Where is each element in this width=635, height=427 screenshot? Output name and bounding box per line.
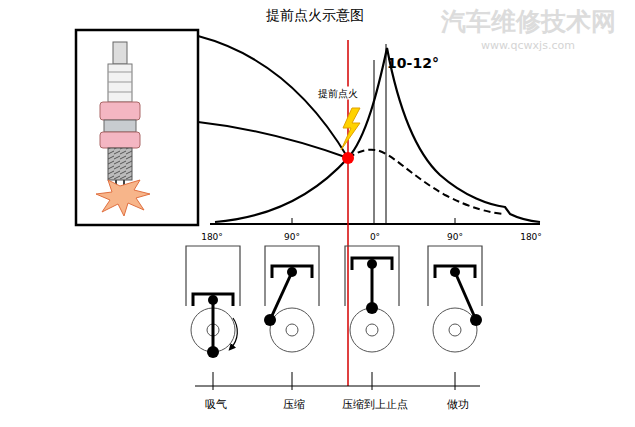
stroke-name: 压缩 [283,399,305,411]
angle-tick: 180° [520,233,542,243]
angle-tick: 90° [284,233,300,243]
annotation: 10-12° [387,56,439,71]
spark-plug-inset [76,30,198,225]
engine-strokes [186,246,482,358]
diagram-title: 提前点火示意图 [266,8,364,23]
angle-tick: 0° [370,233,380,243]
pressure-curve-no-combustion [348,150,505,214]
stroke-name: 压缩到上止点 [342,399,408,411]
watermark: 汽车维修技术网 [441,8,616,36]
baseline [195,386,480,387]
spark-bolt [341,108,360,150]
pressure-curve [215,48,540,222]
angle-tick: 90° [447,233,463,243]
stroke-ticks [213,372,455,390]
crank-angle-axis [210,44,540,224]
stroke-name: 做功 [447,399,469,411]
ignition-point [342,152,354,164]
angle-tick: 180° [201,233,223,243]
stroke-name: 吸气 [205,399,227,411]
annotation: 提前点火 [316,87,360,100]
watermark: www.qcwxjs.com [481,40,575,52]
